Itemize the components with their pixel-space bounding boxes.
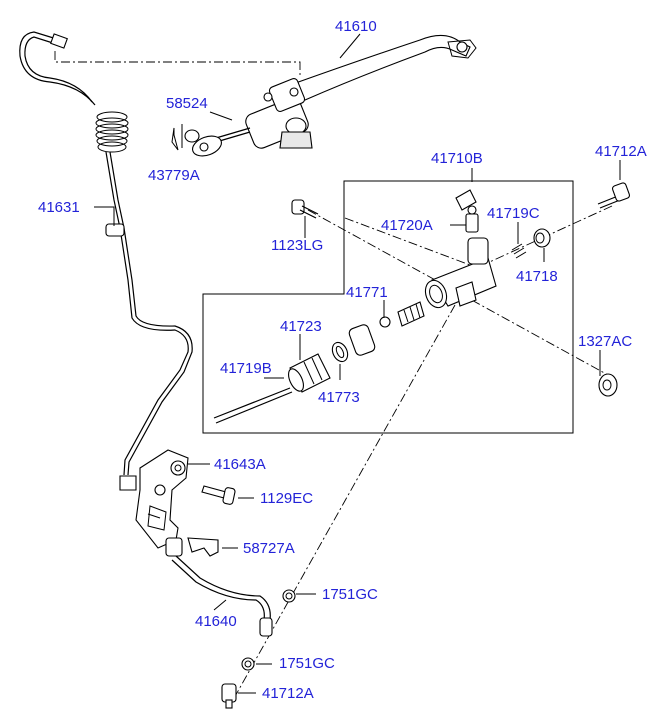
master-cylinder (171, 77, 313, 157)
label-1751GC-b: 1751GC (279, 655, 335, 672)
washer-1751GC-a (282, 589, 296, 603)
label-41631: 41631 (38, 199, 80, 216)
oring-41773 (331, 341, 349, 363)
coil (95, 111, 129, 153)
label-43779A: 43779A (148, 167, 200, 184)
piston-41723 (288, 353, 331, 393)
leader-lines (94, 33, 621, 694)
pipe-41631 (19, 31, 193, 491)
bolt-1129EC (201, 485, 236, 505)
pipe-41610 (288, 34, 477, 101)
washer-1751GC-b (241, 657, 255, 671)
label-1129EC: 1129EC (260, 490, 313, 507)
label-41771: 41771 (346, 284, 388, 301)
part-labels: 41610 58524 43779A 41631 41710B 41712A 4… (38, 18, 647, 702)
release-cylinder-41710B (424, 237, 497, 309)
nut-1327AC (598, 373, 618, 397)
label-41773: 41773 (318, 389, 360, 406)
label-41640: 41640 (195, 613, 237, 630)
label-41723: 41723 (280, 318, 322, 335)
assembly-frame (202, 180, 574, 434)
clip-top (455, 189, 477, 211)
label-41720A: 41720A (381, 217, 433, 234)
bolt-41712A-bottom (221, 683, 237, 709)
boot-41771 (348, 301, 425, 356)
label-41719C: 41719C (487, 205, 540, 222)
label-41712A-bottom: 41712A (262, 685, 314, 702)
label-41718: 41718 (516, 268, 558, 285)
label-41710B: 41710B (431, 150, 483, 167)
label-58727A: 58727A (243, 540, 295, 557)
label-1751GC-a: 1751GC (322, 586, 378, 603)
label-41610: 41610 (335, 18, 377, 35)
label-1327AC: 1327AC (578, 333, 632, 350)
bleeder-41720A (465, 205, 479, 233)
cap-41718 (533, 228, 551, 248)
label-41712A-top: 41712A (595, 143, 647, 160)
label-1123LG: 1123LG (271, 237, 323, 254)
hose-41640 (165, 537, 273, 637)
clip-58727A (187, 537, 219, 557)
spring-41719C (511, 243, 527, 259)
bolt-1123LG (291, 199, 319, 219)
label-58524: 58524 (166, 95, 208, 112)
bracket-41643A (135, 449, 189, 549)
label-41643A: 41643A (214, 456, 266, 473)
label-41719B: 41719B (220, 360, 272, 377)
rod-41719B (213, 387, 293, 424)
bolt-41712A-top (597, 182, 631, 209)
